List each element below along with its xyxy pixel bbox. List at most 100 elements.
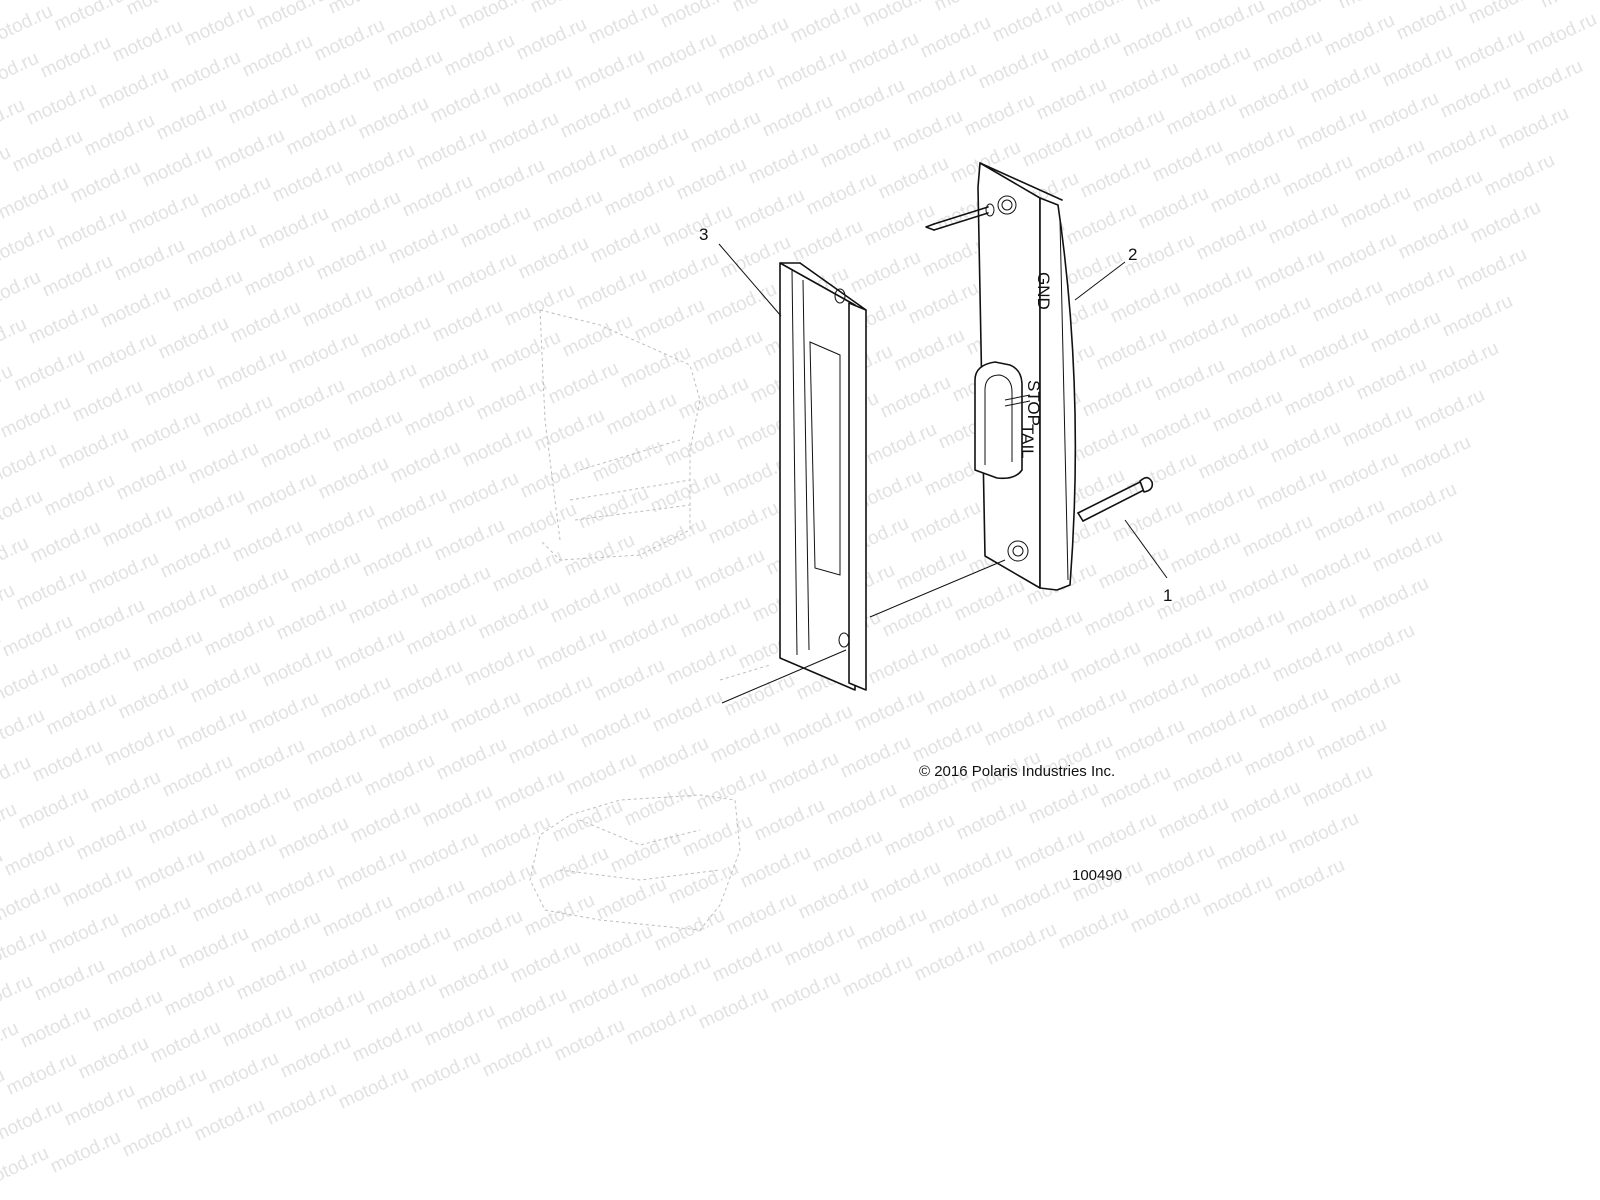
watermark-text: motod.ru (1239, 511, 1316, 562)
watermark-text: motod.ru (1271, 855, 1348, 906)
watermark-text: motod.ru (1255, 683, 1332, 734)
watermark-text: motod.ru (1165, 308, 1242, 359)
watermark-text: motod.ru (1369, 526, 1446, 577)
watermark-text: motod.ru (463, 859, 540, 910)
watermark-text: motod.ru (181, 0, 258, 51)
watermark-text: motod.ru (477, 812, 554, 863)
watermark-text: motod.ru (119, 1111, 196, 1162)
watermark-text: motod.ru (709, 936, 786, 987)
watermark-text: motod.ru (847, 247, 924, 298)
watermark-text: motod.ru (1293, 104, 1370, 155)
watermark-text: motod.ru (173, 704, 250, 755)
watermark-text: motod.ru (99, 501, 176, 552)
watermark-text: motod.ru (731, 185, 808, 236)
watermark-text: motod.ru (291, 985, 368, 1036)
watermark-text: motod.ru (97, 282, 174, 333)
watermark-text: motod.ru (51, 0, 128, 36)
watermark-text: motod.ru (229, 516, 306, 567)
watermark-text: motod.ru (89, 986, 166, 1037)
watermark-text: motod.ru (185, 438, 262, 489)
watermark-text: motod.ru (247, 907, 324, 958)
watermark-text: motod.ru (1411, 385, 1488, 436)
watermark-text: motod.ru (593, 874, 670, 925)
watermark-text: motod.ru (0, 971, 36, 1022)
watermark-text: motod.ru (565, 968, 642, 1019)
watermark-text: motod.ru (585, 0, 662, 49)
watermark-text: motod.ru (1283, 589, 1360, 640)
watermark-text: motod.ru (503, 499, 580, 550)
watermark-text: motod.ru (233, 954, 310, 1005)
watermark-text: motod.ru (623, 999, 700, 1050)
leader-lines (718, 243, 1168, 579)
watermark-text: motod.ru (1495, 103, 1572, 154)
watermark-text: motod.ru (325, 0, 402, 19)
watermark-text: motod.ru (473, 374, 550, 425)
watermark-text: motod.ru (11, 345, 88, 396)
watermark-text: motod.ru (277, 1032, 354, 1083)
watermark-text: motod.ru (781, 920, 858, 971)
watermark-text: motod.ru (241, 250, 318, 301)
watermark-text: motod.ru (1127, 887, 1204, 938)
watermark-text: motod.ru (865, 638, 942, 689)
watermark-text: motod.ru (557, 92, 634, 143)
watermark-text: motod.ru (715, 13, 792, 64)
watermark-text: motod.ru (0, 439, 60, 490)
callout-2: 2 (1128, 245, 1137, 264)
watermark-text: motod.ru (489, 546, 566, 597)
watermark-text: motod.ru (665, 858, 742, 909)
watermark-text: motod.ru (1197, 652, 1274, 703)
watermark-text: motod.ru (1209, 386, 1286, 437)
watermark-text: motod.ru (837, 732, 914, 783)
watermark-text: motod.ru (675, 373, 752, 424)
watermark-text: motod.ru (879, 591, 956, 642)
watermark-text: motod.ru (1133, 0, 1210, 15)
watermark-text: motod.ru (603, 389, 680, 440)
watermark-text: motod.ru (199, 391, 276, 442)
watermark-text: motod.ru (343, 359, 420, 410)
watermark-text: motod.ru (909, 716, 986, 767)
watermark-text: motod.ru (0, 142, 14, 193)
watermark-text: motod.ru (9, 126, 86, 177)
watermark-text: motod.ru (0, 1, 56, 52)
watermark-text: motod.ru (0, 314, 30, 365)
watermark-text: motod.ru (363, 969, 440, 1020)
watermark-text: motod.ru (1065, 418, 1142, 469)
watermark-text: motod.ru (0, 173, 72, 224)
watermark-text: motod.ru (305, 938, 382, 989)
watermark-text: motod.ru (271, 375, 348, 426)
watermark-text: motod.ru (167, 47, 244, 98)
watermark-text: motod.ru (145, 798, 222, 849)
watermark-text: motod.ru (649, 686, 726, 737)
watermark-text: motod.ru (109, 16, 186, 67)
watermark-text: motod.ru (95, 63, 172, 114)
watermark-text: motod.ru (1467, 197, 1544, 248)
watermark-text: motod.ru (191, 1095, 268, 1146)
watermark-text: motod.ru (225, 78, 302, 129)
watermark-text: motod.ru (217, 782, 294, 833)
connector-label-tail: TAIL (1018, 424, 1037, 459)
watermark-text: motod.ru (529, 186, 606, 237)
watermark-text: motod.ru (1409, 166, 1486, 217)
watermark-text: motod.ru (1237, 292, 1314, 343)
watermark-text: motod.ru (15, 783, 92, 834)
watermark-text: motod.ru (1061, 0, 1138, 31)
watermark-text: motod.ru (1523, 9, 1600, 60)
watermark-text: motod.ru (917, 12, 994, 63)
watermark-text: motod.ru (779, 701, 856, 752)
watermark-text: motod.ru (127, 407, 204, 458)
watermark-text: motod.ru (1481, 150, 1558, 201)
watermark-text: motod.ru (1321, 10, 1398, 61)
watermark-text: motod.ru (471, 155, 548, 206)
watermark-text: motod.ru (961, 90, 1038, 141)
watermark-text: motod.ru (561, 530, 638, 581)
watermark-text: motod.ru (621, 780, 698, 831)
watermark-text: motod.ru (327, 187, 404, 238)
watermark-text: motod.ru (1265, 198, 1342, 249)
watermark-text: motod.ru (839, 951, 916, 1002)
watermark-text: motod.ru (427, 77, 504, 128)
watermark-text: motod.ru (23, 79, 100, 130)
watermark-text: motod.ru (341, 140, 418, 191)
watermark-text: motod.ru (315, 453, 392, 504)
watermark-text: motod.ru (1055, 903, 1132, 954)
watermark-text: motod.ru (931, 0, 1008, 16)
